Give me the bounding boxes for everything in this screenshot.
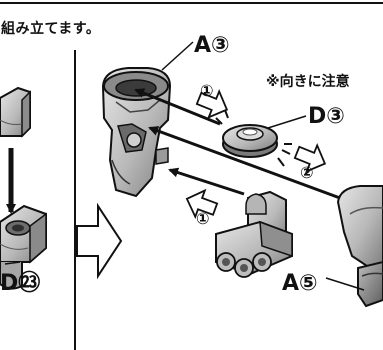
insert-arrow-step1-top [134, 88, 221, 126]
part-label-d23: D㉓ [0, 270, 40, 296]
step-number-1-top: ① [200, 81, 214, 100]
part-d3-disc [215, 109, 292, 167]
part-label-a5: A⑤ [282, 271, 318, 296]
orientation-note: ※向きに注意 [266, 73, 350, 90]
step-number-2: ② [300, 163, 314, 182]
step1-bottom-outline-arrow-icon [185, 188, 219, 220]
instruction-caption: 組み立てます。 [1, 21, 101, 37]
part-base-piece [0, 204, 47, 290]
part-a5-piece [336, 185, 383, 308]
d23-leader-line [4, 261, 21, 265]
a5-leader-line [325, 277, 365, 291]
a3-leader-line [161, 41, 194, 71]
part-label-d3: D③ [308, 104, 345, 129]
part-label-a3: A③ [194, 33, 230, 58]
step2-outline-arrow-icon [293, 143, 327, 174]
step1-top-outline-arrow-icon [195, 89, 229, 120]
insert-arrow-step2 [148, 126, 341, 200]
part-connector-piece [215, 190, 293, 278]
d3-leader-line [267, 115, 307, 129]
insert-arrow-step1-bottom [168, 167, 245, 196]
left-panel [0, 86, 47, 290]
step-number-1-bottom: ① [196, 209, 210, 228]
part-a3-housing [101, 67, 172, 198]
part-head-piece [0, 86, 31, 138]
right-arrow-outline-icon [76, 202, 123, 280]
